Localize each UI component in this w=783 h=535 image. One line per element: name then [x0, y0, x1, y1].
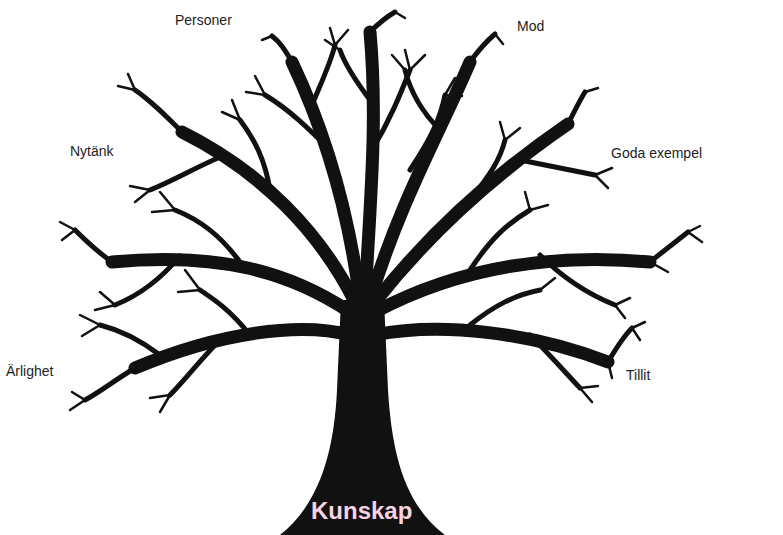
- branch-label: Personer: [175, 12, 232, 29]
- root-label: Kunskap: [311, 497, 412, 526]
- branch-label: Nytänk: [70, 143, 114, 160]
- branch-label: Tillit: [626, 367, 650, 384]
- branch-label: Goda exempel: [611, 145, 702, 162]
- branch-label: Ärlighet: [6, 363, 53, 380]
- branch-label: Mod: [517, 18, 544, 35]
